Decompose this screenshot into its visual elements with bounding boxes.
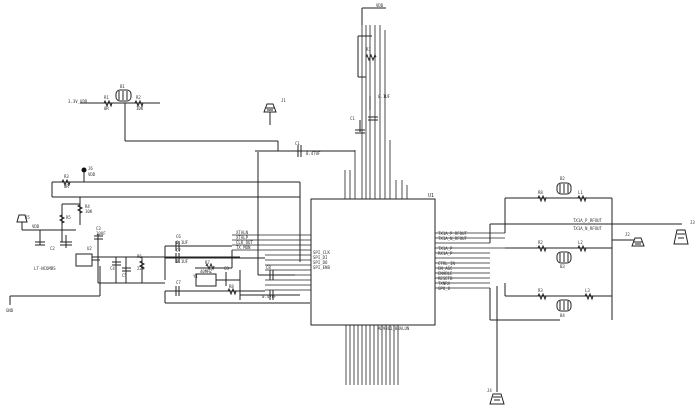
rf-out-label: TX1A_P_RFOUT	[573, 218, 602, 223]
c1-value: 0.47UF	[306, 151, 321, 156]
c-top-b-value: 0.1UF	[378, 94, 391, 99]
top-rail: VDD R1 C1 0.1UF	[350, 3, 391, 134]
r9-ref: R8	[538, 190, 543, 195]
connector-j5: J5	[16, 214, 30, 230]
net-xtaln: XTALN	[236, 230, 249, 235]
pin-rx1a-p: RX1A_P	[438, 251, 453, 256]
r4-ref: R4	[85, 204, 90, 209]
c7-value: 0.1UF	[176, 259, 189, 264]
r1-value: 0R	[104, 106, 109, 111]
c8-ref: C8	[224, 266, 229, 271]
r8-ref: R8	[229, 284, 234, 289]
b4-ref: B4	[560, 313, 565, 318]
pin-txnrx: TXNRX	[438, 281, 451, 286]
pin-resetb: RESETB	[438, 276, 453, 281]
c1-ref: C1	[295, 141, 300, 146]
l2-ref: L2	[578, 240, 583, 245]
r2-value: 10K	[136, 106, 144, 111]
top-left-chain: 3.3V_VDD R1 0R B1 R2 10K C1 0.47UF	[68, 84, 355, 275]
pin-spi-enb: SPI_ENB	[313, 265, 330, 270]
r6-value: 22R	[137, 266, 145, 271]
probe-ref: J6	[88, 166, 93, 171]
connector-j4: J4	[487, 286, 505, 405]
c3-value: 10UF	[96, 231, 106, 236]
j4-ref: J4	[487, 388, 492, 393]
main-ic-u1: U1 AD9361_BBALUN	[232, 25, 505, 385]
u1-designator: U1	[428, 193, 434, 199]
r3-ref: R3	[64, 174, 69, 179]
r-top-ref: R1	[366, 47, 371, 52]
xtal-ref: Y1	[193, 274, 198, 279]
r6-ref: R6	[137, 254, 142, 259]
top-rail-label: VDD	[376, 3, 384, 8]
left-rail-label: VDD	[32, 224, 40, 229]
u2-part-name: LT-NCOMBS	[34, 266, 56, 271]
c2-ref: C2	[50, 246, 55, 251]
pin-spi-di: SPI_DI	[313, 255, 328, 260]
r4-value: 10K	[85, 209, 93, 214]
r11-ref: R3	[538, 288, 543, 293]
pin-tx1a-p: TX1A_P	[438, 246, 453, 251]
l1-ref: L1	[578, 190, 583, 195]
u2-designator: U2	[87, 246, 92, 251]
r10-ref: R2	[538, 240, 543, 245]
c11-ref: C8	[266, 265, 271, 270]
r2-ref: R2	[136, 95, 141, 100]
c7-ref: C7	[176, 248, 181, 253]
c6-value: 0.1UF	[176, 240, 189, 245]
pin-en-agc: EN_AGC	[438, 266, 453, 271]
net-xtalp: XTALP	[236, 235, 249, 240]
supply-label: 3.3V_VDD	[68, 99, 88, 104]
probe-vdd: J6 VDD	[81, 166, 96, 182]
u1-bottom-pins	[345, 325, 399, 385]
r3-value: 0R	[64, 184, 69, 189]
j2-ref: J2	[625, 232, 630, 237]
c6-ref: C6	[176, 234, 181, 239]
left-net-labels: XTALN XTALP CLK_OUT TX_MON SPI_CLK SPI_D…	[236, 230, 330, 270]
c-top-a-ref: C1	[350, 116, 355, 121]
connector-j1: J1	[263, 98, 286, 125]
rf-network: TX1A_P_RFOUT TX1A_N_RFOUT TX1A_P RX1A_P …	[438, 176, 613, 321]
r5-ref: R5	[66, 215, 71, 220]
net-tx-mon: TX_MON	[236, 245, 251, 250]
rf-out-n-label: TX1A_N_RFOUT	[573, 226, 602, 231]
j3-ref: J3	[690, 220, 695, 225]
net-clk-out: CLK_OUT	[236, 240, 253, 245]
r1-ref: R1	[104, 95, 109, 100]
gnd-label: GND	[6, 308, 14, 313]
b3-ref: B3	[560, 264, 565, 269]
pin-enable: ENABLE	[438, 271, 453, 276]
probe-label: VDD	[88, 172, 96, 177]
u1-right-pins	[435, 232, 505, 289]
regulator-section: R3 0R R4 10K R5 VDD C2 U2 LT-NCOMBS C3 1…	[6, 174, 301, 313]
c10-value: 0.47UF	[262, 294, 277, 299]
c3-ref: C3	[96, 226, 101, 231]
clock-section: C6 0.1UF C7 0.1UF R7 40MHZ Y1 C8 C7 R8 0…	[164, 234, 310, 304]
xtal-value: 40MHZ	[200, 269, 213, 274]
c9-ref: C7	[176, 280, 181, 285]
u1-left-pins	[232, 234, 311, 291]
connector-j2: J2	[612, 232, 645, 247]
c4-ref: C4	[110, 266, 115, 271]
pin-gpo-0: GPO_0	[438, 286, 451, 291]
j5-ref: J5	[25, 215, 30, 220]
pin-tx1a-n-rfout: TX1A_N_RFOUT	[438, 236, 467, 241]
r7-ref: R7	[205, 260, 210, 265]
b2-ref: B2	[560, 176, 565, 181]
connector-j3: J3	[612, 220, 695, 245]
b1-ref: B1	[120, 84, 125, 89]
ferrite-b1: B1	[115, 84, 132, 102]
pin-ctrl-in: CTRL_IN	[438, 261, 455, 266]
j1-ref: J1	[281, 98, 286, 103]
pin-spi-clk: SPI_CLK	[313, 250, 330, 255]
pin-spi-do: SPI_DO	[313, 260, 328, 265]
pin-tx1a-p-rfout: TX1A_P_RFOUT	[438, 231, 467, 236]
u1-top-pins	[344, 25, 408, 199]
c5-ref: C5	[122, 273, 127, 278]
l3-ref: L3	[585, 288, 590, 293]
